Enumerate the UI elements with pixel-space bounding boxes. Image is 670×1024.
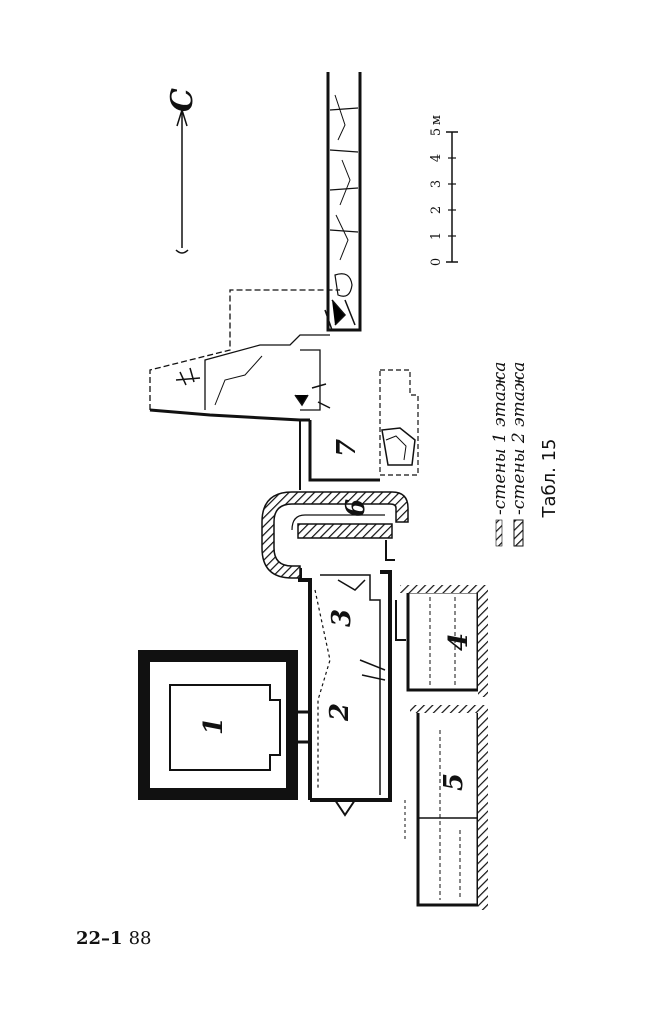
room-label-3: 3 <box>327 609 357 627</box>
room-1-walls <box>138 650 310 800</box>
footer-code: 22–1 <box>76 928 123 949</box>
legend-floor2-label: -стены 2 этажа <box>509 362 529 515</box>
room-4-walls <box>395 585 488 697</box>
upper-structure-walls <box>149 289 340 422</box>
scale-tick-5: 5 <box>429 128 444 136</box>
room-6-walls <box>261 491 409 579</box>
table-caption: Табл. 15 <box>539 439 560 519</box>
legend-floor1-label: -стены 1 этажа <box>490 362 510 515</box>
scale-tick-1: 1 <box>429 232 444 240</box>
room-label-7: 7 <box>332 439 362 457</box>
scale-bar <box>446 131 458 263</box>
room-label-2: 2 <box>325 703 355 722</box>
scale-tick-2: 2 <box>429 206 444 214</box>
room-label-5: 5 <box>439 773 469 791</box>
legend <box>495 519 524 547</box>
room-label-6: 6 <box>341 499 371 517</box>
gallery-walls <box>324 72 362 332</box>
north-arrow <box>175 107 189 254</box>
footer-page-number: 88 <box>128 928 152 949</box>
scale-unit: м <box>429 115 444 125</box>
room-label-4: 4 <box>444 633 474 651</box>
north-label: C <box>165 88 200 112</box>
room-7-walls <box>299 369 419 490</box>
room-label-1: 1 <box>199 717 229 735</box>
room-5-walls <box>404 705 488 910</box>
room-2-3-walls <box>298 568 392 817</box>
scale-tick-3: 3 <box>429 180 444 188</box>
scale-tick-0: 0 <box>429 258 444 266</box>
scale-tick-4: 4 <box>429 154 444 162</box>
